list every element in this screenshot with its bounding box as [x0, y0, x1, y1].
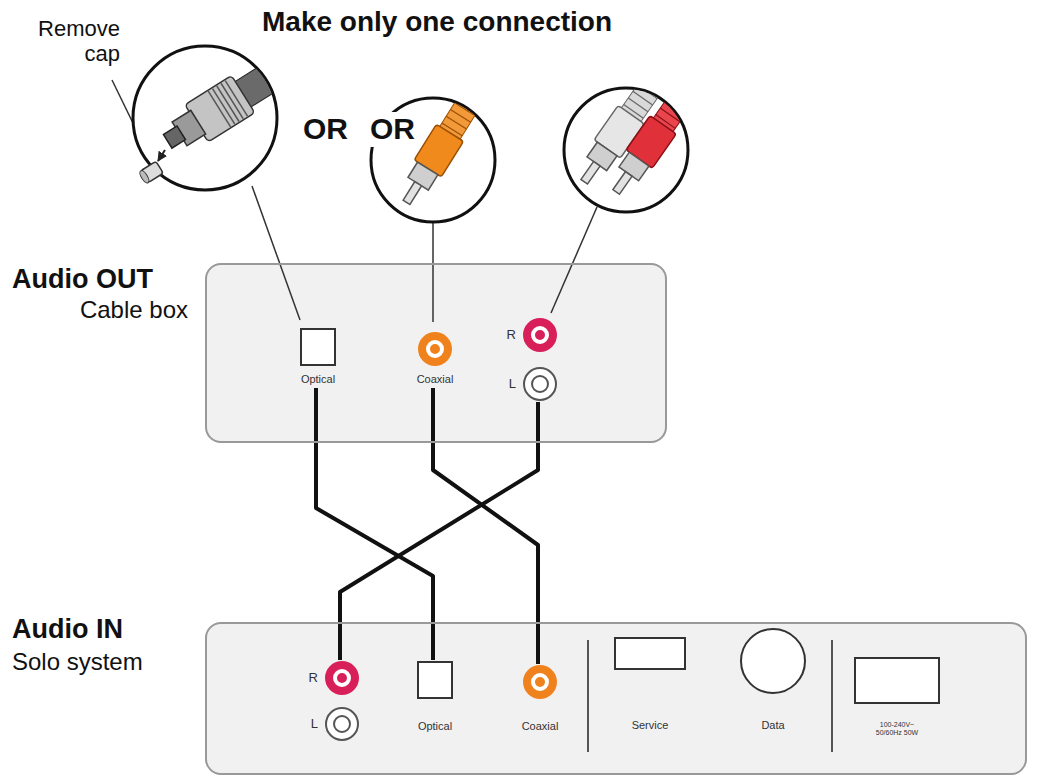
- leader-line: [551, 207, 597, 313]
- coaxial-jack: [523, 665, 557, 699]
- drawing-part: [455, 103, 475, 116]
- jack-ring: [426, 340, 444, 358]
- drawing-part: [660, 108, 680, 122]
- cap: [138, 161, 163, 184]
- optical-port: [300, 328, 336, 366]
- stereo-plugs: [571, 42, 715, 210]
- drawing-part: [633, 91, 653, 105]
- callout-circle: [133, 46, 277, 190]
- optical-plug: [156, 30, 327, 160]
- channel-letter: L: [509, 377, 516, 392]
- drawing-part: [225, 81, 247, 117]
- drawing-part: [403, 182, 421, 205]
- data-port: [740, 628, 806, 694]
- drawing-part: [665, 102, 685, 116]
- panel-subheading: Solo system: [12, 648, 143, 676]
- port: L: [498, 366, 558, 402]
- divider: [831, 640, 833, 752]
- panel-fill: [205, 622, 1027, 775]
- device-panel: Audio INSolo systemRLOpticalCoaxialServi…: [205, 622, 1027, 775]
- panel-fill: [205, 263, 667, 443]
- arrow: [158, 150, 165, 161]
- drawing-part: [571, 42, 715, 210]
- port: Optical: [298, 327, 338, 388]
- panel-heading: Audio IN: [12, 614, 123, 645]
- coaxial-jack: [418, 332, 452, 366]
- drawing-part: [213, 89, 235, 125]
- port: Data: [738, 627, 808, 734]
- jack-ring: [333, 669, 351, 687]
- port-label: 100-240V~ 50/60Hz 50W: [872, 721, 922, 738]
- drawing-part: [439, 69, 496, 141]
- jack-ring: [531, 326, 549, 344]
- port-label: Data: [761, 719, 784, 732]
- rca-jack-white: [523, 367, 557, 401]
- drawing-part: [217, 86, 239, 122]
- drawing-part: [613, 172, 632, 195]
- port-label: Optical: [301, 373, 335, 386]
- rca-jack-white: [325, 707, 359, 741]
- drawing-part: [221, 83, 243, 119]
- optical-port: [417, 661, 453, 699]
- callout-label: Remove cap: [10, 16, 120, 67]
- port: R: [498, 317, 558, 353]
- drawing-part: [208, 91, 230, 127]
- port: 100-240V~ 50/60Hz 50W: [852, 656, 942, 741]
- drawing-part: [637, 85, 657, 99]
- port: Service: [612, 636, 688, 735]
- leader-line: [432, 222, 434, 322]
- callout-circle: [564, 88, 688, 212]
- leader-line: [252, 186, 300, 320]
- panel-heading: Audio OUT: [12, 264, 153, 295]
- device-panel: Audio OUTCable boxOpticalCoaxialRL: [205, 263, 667, 443]
- port: Coaxial: [415, 331, 456, 388]
- jack-ring: [531, 673, 549, 691]
- rca-jack-red: [325, 661, 359, 695]
- cable-line: [316, 388, 433, 660]
- title: Make only one connection: [262, 6, 612, 38]
- jack-ring: [333, 715, 351, 733]
- port-label: Coaxial: [417, 373, 454, 386]
- channel-letter: R: [309, 671, 318, 686]
- channel-letter: L: [311, 717, 318, 732]
- port-label: Coaxial: [522, 720, 559, 733]
- power-socket: [854, 657, 940, 704]
- port: Optical: [415, 660, 455, 735]
- panel-subheading: Cable box: [12, 296, 188, 324]
- rca-jack-red: [523, 318, 557, 352]
- drawing-part: [581, 161, 600, 184]
- or-label: OR: [303, 112, 348, 147]
- port-label: Service: [632, 719, 669, 732]
- channel-letter: R: [507, 328, 516, 343]
- drawing-part: [669, 95, 689, 109]
- divider: [587, 640, 589, 752]
- port: R: [300, 660, 360, 696]
- port-label: Optical: [418, 720, 452, 733]
- or-label: OR: [368, 112, 417, 147]
- port: L: [300, 706, 360, 742]
- service-port: [614, 637, 686, 670]
- port: Coaxial: [520, 664, 561, 735]
- jack-ring: [531, 375, 549, 393]
